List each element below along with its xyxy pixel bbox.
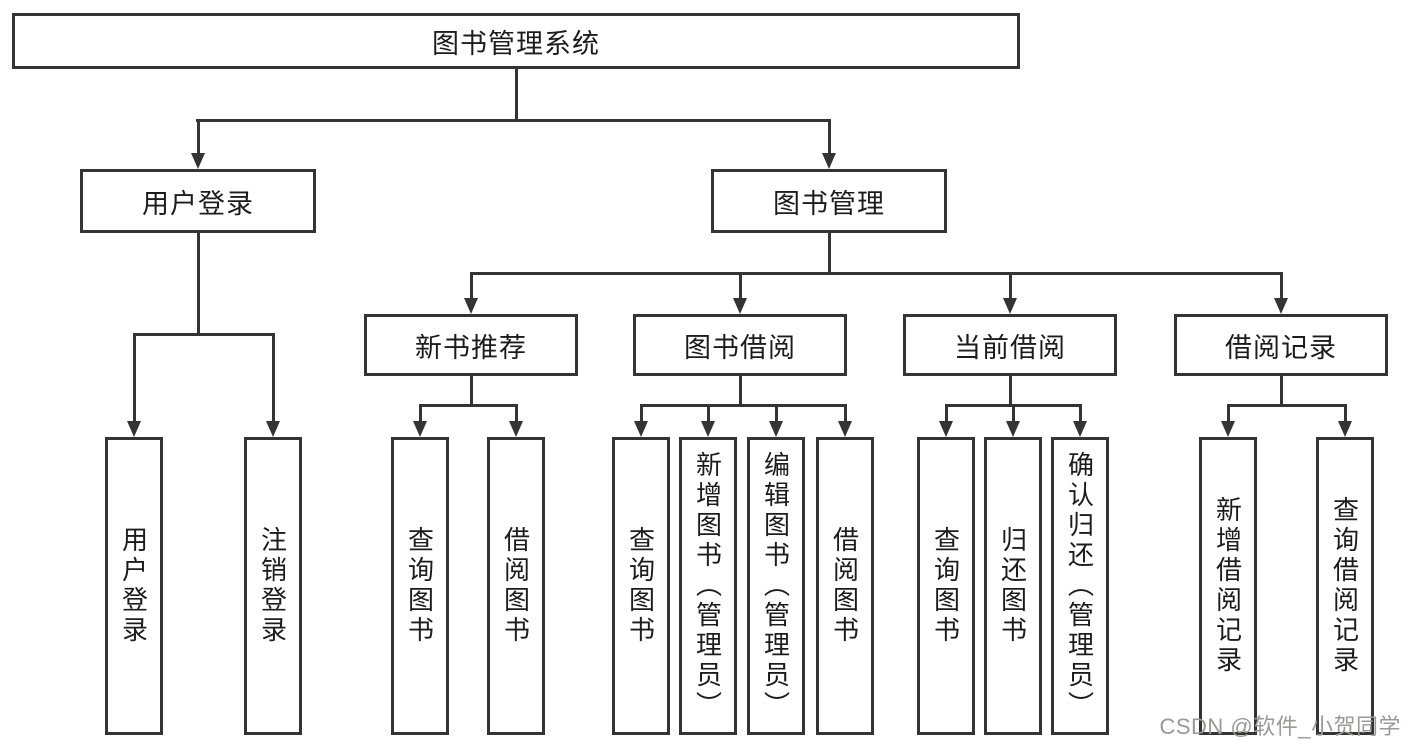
leaf-nbr-borrow-book-label: 借阅图书 <box>500 526 531 646</box>
connector-bb-stem <box>739 376 742 406</box>
arrow-down-icon <box>701 421 715 437</box>
arrow-down-icon <box>266 421 280 437</box>
connector-nbr-leaf1 <box>419 404 422 423</box>
connector-bb-leaf1 <box>640 404 643 423</box>
connector-to-book-borrow <box>739 272 742 300</box>
connector-user-login-stem <box>197 233 200 335</box>
node-book-mgmt-label: 图书管理 <box>773 188 885 219</box>
connector-to-book-mgmt <box>828 119 831 155</box>
connector-bb-leaf2 <box>707 404 710 423</box>
connector-cb-leaf3 <box>1079 404 1082 423</box>
node-borrow-record-label: 借阅记录 <box>1225 332 1337 363</box>
connector-to-current-borrow <box>1009 272 1012 300</box>
node-new-book-rec-label: 新书推荐 <box>415 332 527 363</box>
arrow-down-icon <box>1338 421 1352 437</box>
leaf-user-login: 用户登录 <box>105 437 163 735</box>
node-current-borrow: 当前借阅 <box>903 314 1117 376</box>
arrow-down-icon <box>939 421 953 437</box>
connector-user-login-rail <box>133 333 274 336</box>
leaf-br-query-record-label: 查询借阅记录 <box>1329 496 1360 676</box>
connector-root-stem <box>515 68 518 121</box>
leaf-cb-return-book-label: 归还图书 <box>997 526 1028 646</box>
arrow-down-icon <box>822 153 836 169</box>
leaf-bb-edit-book-admin: 编辑图书（管理员） <box>747 437 805 735</box>
connector-br-leaf1 <box>1227 404 1230 423</box>
arrow-down-icon <box>1274 298 1288 314</box>
leaf-bb-borrow-book-label: 借阅图书 <box>829 526 860 646</box>
leaf-cb-confirm-return-admin: 确认归还（管理员） <box>1051 437 1109 735</box>
arrow-down-icon <box>127 421 141 437</box>
arrow-down-icon <box>191 153 205 169</box>
leaf-cb-confirm-return-admin-label: 确认归还（管理员） <box>1064 451 1095 721</box>
node-borrow-record: 借阅记录 <box>1174 314 1388 376</box>
leaf-user-login-label: 用户登录 <box>118 526 149 646</box>
connector-book-mgmt-rail <box>470 272 1282 275</box>
leaf-bb-add-book-admin-label: 新增图书（管理员） <box>692 451 723 721</box>
node-book-borrow: 图书借阅 <box>633 314 847 376</box>
connector-cb-leaf2 <box>1012 404 1015 423</box>
connector-book-mgmt-stem <box>828 233 831 274</box>
arrow-down-icon <box>464 298 478 314</box>
node-book-mgmt: 图书管理 <box>711 169 947 233</box>
connector-cb-leaf1 <box>945 404 948 423</box>
leaf-nbr-query-book-label: 查询图书 <box>404 526 435 646</box>
connector-to-borrow-record <box>1280 272 1283 300</box>
connector-bb-rail <box>640 404 846 407</box>
connector-nbr-rail <box>419 404 518 407</box>
node-new-book-rec: 新书推荐 <box>364 314 578 376</box>
arrow-down-icon <box>413 421 427 437</box>
leaf-nbr-query-book: 查询图书 <box>391 437 449 735</box>
leaf-nbr-borrow-book: 借阅图书 <box>487 437 545 735</box>
connector-nbr-leaf2 <box>515 404 518 423</box>
node-user-login-label: 用户登录 <box>142 188 254 219</box>
connector-br-leaf2 <box>1344 404 1347 423</box>
node-current-borrow-label: 当前借阅 <box>954 332 1066 363</box>
connector-br-stem <box>1280 376 1283 406</box>
leaf-br-query-record: 查询借阅记录 <box>1316 437 1374 735</box>
connector-bb-leaf4 <box>844 404 847 423</box>
connector-br-rail <box>1227 404 1346 407</box>
connector-cb-stem <box>1009 376 1012 406</box>
arrow-down-icon <box>1221 421 1235 437</box>
watermark: CSDN @软件_小贺同学 <box>1159 714 1401 739</box>
arrow-down-icon <box>838 421 852 437</box>
leaf-bb-query-book: 查询图书 <box>612 437 670 735</box>
connector-to-new-book-rec <box>470 272 473 300</box>
arrow-down-icon <box>1073 421 1087 437</box>
leaf-bb-query-book-label: 查询图书 <box>625 526 656 646</box>
connector-to-user-login <box>197 119 200 155</box>
leaf-cb-return-book: 归还图书 <box>984 437 1042 735</box>
leaf-bb-edit-book-admin-label: 编辑图书（管理员） <box>760 451 791 721</box>
connector-nbr-stem <box>470 376 473 406</box>
leaf-cb-query-book-label: 查询图书 <box>930 526 961 646</box>
node-book-borrow-label: 图书借阅 <box>684 332 796 363</box>
arrow-down-icon <box>1006 421 1020 437</box>
node-user-login: 用户登录 <box>80 169 316 233</box>
connector-bb-leaf3 <box>775 404 778 423</box>
connector-to-leaf-logout <box>272 333 275 421</box>
connector-root-rail <box>196 119 831 122</box>
arrow-down-icon <box>733 298 747 314</box>
leaf-logout: 注销登录 <box>244 437 302 735</box>
leaf-bb-add-book-admin: 新增图书（管理员） <box>679 437 737 735</box>
leaf-br-add-record: 新增借阅记录 <box>1199 437 1257 735</box>
leaf-cb-query-book: 查询图书 <box>917 437 975 735</box>
connector-to-leaf-user-login <box>133 333 136 421</box>
leaf-bb-borrow-book: 借阅图书 <box>816 437 874 735</box>
leaf-logout-label: 注销登录 <box>257 526 288 646</box>
arrow-down-icon <box>769 421 783 437</box>
node-root-label: 图书管理系统 <box>432 28 600 59</box>
arrow-down-icon <box>634 421 648 437</box>
arrow-down-icon <box>1003 298 1017 314</box>
node-root: 图书管理系统 <box>12 13 1020 69</box>
leaf-br-add-record-label: 新增借阅记录 <box>1212 496 1243 676</box>
arrow-down-icon <box>509 421 523 437</box>
